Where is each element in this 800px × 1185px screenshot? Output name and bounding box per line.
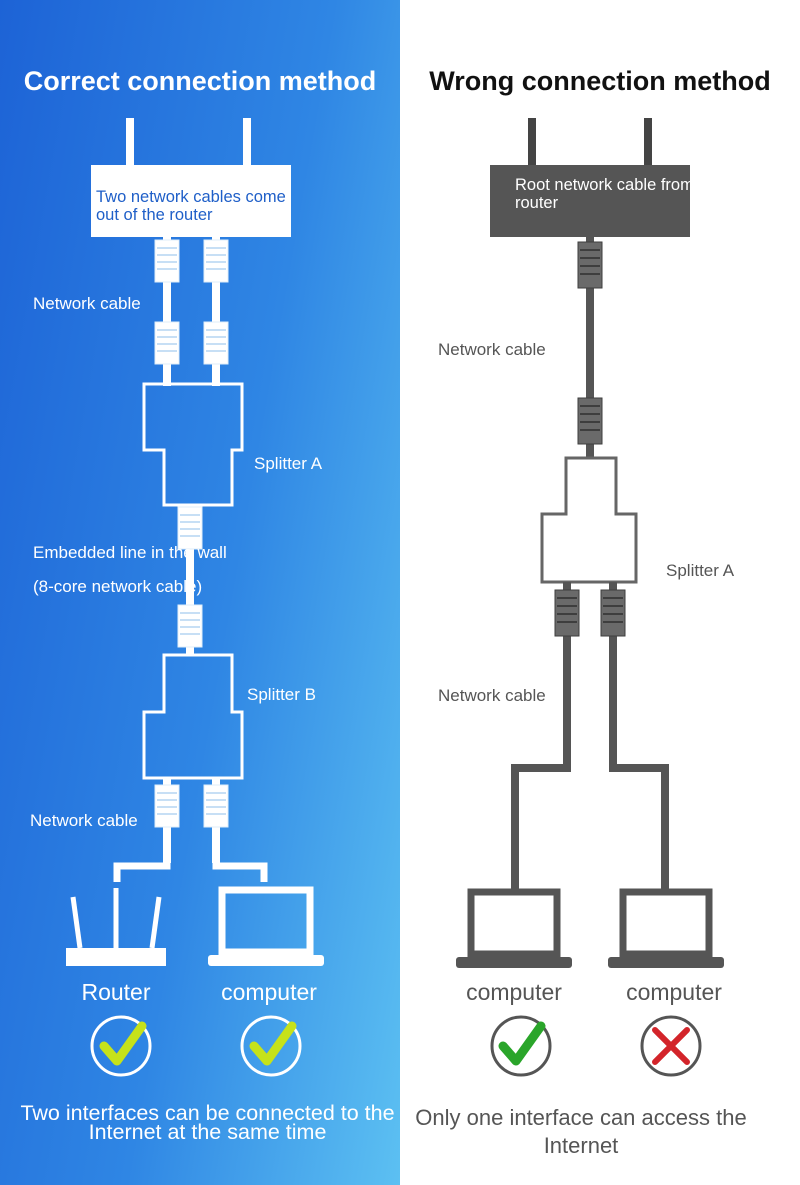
rj45-plug-icon <box>203 784 229 828</box>
left-splitter-b-label: Splitter B <box>247 685 316 704</box>
rj45-plug-icon <box>554 589 580 637</box>
rj45-plug-icon <box>203 239 229 283</box>
splitter-icon <box>142 653 244 780</box>
wrong-method-heading: Wrong connection method <box>429 66 771 96</box>
rj45-plug-icon <box>577 241 603 289</box>
wrong-method-caption: Only one interface can access the Intern… <box>415 1105 747 1158</box>
right-router-box <box>490 165 690 237</box>
left-device-computer-label: computer <box>221 979 317 1005</box>
laptop-icon <box>456 888 572 968</box>
left-router-box-label: Two network cables come out of the route… <box>96 188 286 224</box>
right-network-cable-top-label: Network cable <box>438 340 546 359</box>
router-icon <box>66 888 166 966</box>
left-router-box <box>91 165 291 237</box>
left-splitter-a-label: Splitter A <box>254 454 323 473</box>
check-icon <box>240 1015 302 1077</box>
rj45-plug-icon <box>203 321 229 365</box>
rj45-plug-icon <box>177 604 203 648</box>
left-router-antennas <box>126 118 251 168</box>
left-network-cable-bottom-label: Network cable <box>30 811 138 830</box>
right-splitter-a-label: Splitter A <box>666 561 735 580</box>
left-top-cables <box>163 236 220 386</box>
embedded-line-label: Embedded line in the wall <box>33 543 227 562</box>
rj45-plug-icon <box>600 589 626 637</box>
right-bottom-cables <box>511 582 669 890</box>
right-router-antennas <box>528 118 652 168</box>
splitter-icon <box>540 456 638 584</box>
rj45-plug-icon <box>154 784 180 828</box>
right-network-cable-bottom-label: Network cable <box>438 686 546 705</box>
check-icon <box>90 1015 152 1077</box>
rj45-plug-icon <box>154 321 180 365</box>
rj45-plug-icon <box>154 239 180 283</box>
rj45-plug-icon <box>577 397 603 445</box>
right-device-computer-1-label: computer <box>466 979 562 1005</box>
laptop-icon <box>608 888 724 968</box>
right-root-box-label: Root network cable from router <box>515 176 694 212</box>
wall-cable <box>186 505 194 655</box>
left-network-cable-top-label: Network cable <box>33 294 141 313</box>
splitter-icon <box>142 382 244 507</box>
laptop-icon <box>208 886 324 966</box>
correct-method-heading: Correct connection method <box>23 66 377 96</box>
check-icon <box>490 1015 552 1077</box>
embedded-line-sublabel: (8-core network cable) <box>33 577 203 596</box>
root-cable <box>586 236 594 458</box>
left-bottom-cables <box>113 778 268 882</box>
right-device-computer-2-label: computer <box>626 979 722 1005</box>
correct-method-caption: Two interfaces can be connected to the I… <box>20 1101 395 1144</box>
left-device-router-label: Router <box>81 979 151 1005</box>
cross-icon <box>640 1015 702 1077</box>
